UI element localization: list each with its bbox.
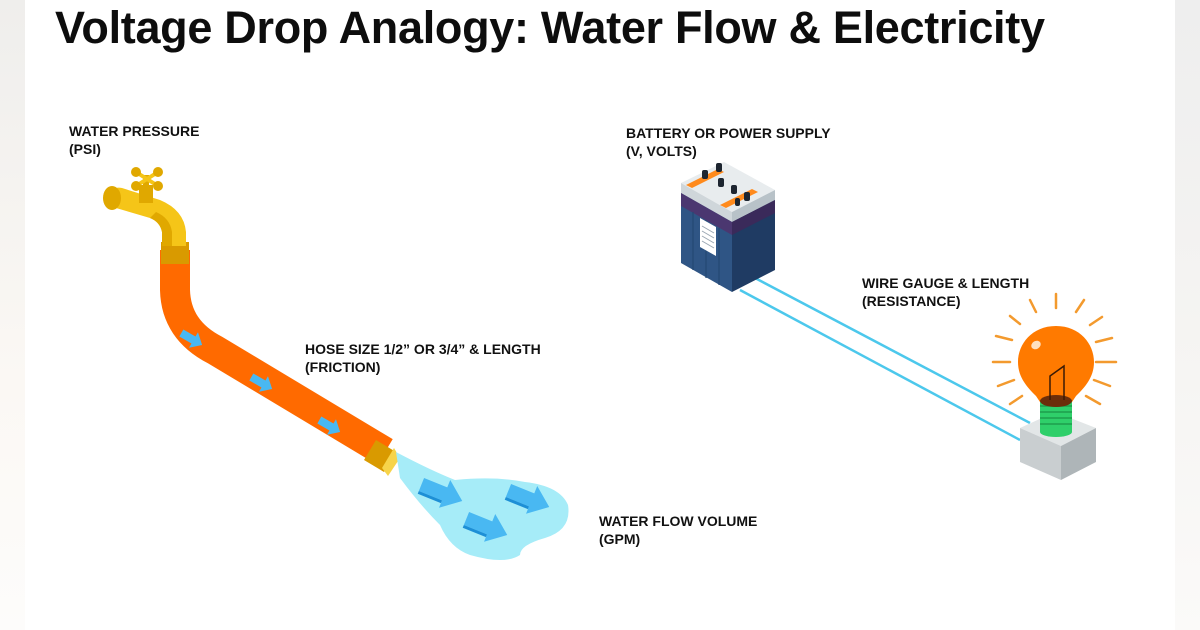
flow-arrow-icon: [504, 484, 550, 514]
flow-arrow-icon: [249, 373, 273, 392]
battery-label: [700, 218, 716, 256]
faucet-icon: [103, 167, 186, 246]
label-hose-size: HOSE SIZE 1/2” OR 3/4” & LENGTH (FRICTIO…: [305, 340, 541, 376]
flow-arrow-icon: [462, 512, 508, 542]
label-line: HOSE SIZE 1/2” OR 3/4” & LENGTH: [305, 341, 541, 357]
label-line: BATTERY OR POWER SUPPLY: [626, 125, 831, 141]
label-water-flow: WATER FLOW VOLUME (GPM): [599, 512, 757, 548]
label-line: (GPM): [599, 531, 641, 547]
bulb-rays: [991, 292, 1118, 406]
page-title: Voltage Drop Analogy: Water Flow & Elect…: [55, 2, 1045, 53]
hose-icon: [160, 242, 400, 476]
hose-top-coupling: [161, 242, 189, 264]
battery-icon: [681, 162, 775, 292]
label-line: WIRE GAUGE & LENGTH: [862, 275, 1030, 291]
label-line: (PSI): [69, 141, 101, 157]
faucet-handle: [131, 167, 163, 191]
right-margin: [1175, 0, 1200, 630]
label-line: (FRICTION): [305, 359, 381, 375]
label-wire-gauge: WIRE GAUGE & LENGTH (RESISTANCE): [862, 274, 1029, 310]
light-bulb-icon: [991, 292, 1118, 480]
faucet-stem: [139, 185, 153, 203]
label-line: (RESISTANCE): [862, 293, 961, 309]
label-battery: BATTERY OR POWER SUPPLY (V, VOLTS): [626, 124, 831, 160]
flow-arrow-icon: [179, 329, 203, 348]
label-water-pressure: WATER PRESSURE (PSI): [69, 122, 199, 158]
label-line: WATER FLOW VOLUME: [599, 513, 758, 529]
diagram-canvas: [25, 0, 1175, 630]
flow-arrow-icon: [317, 416, 341, 435]
label-line: (V, VOLTS): [626, 143, 697, 159]
left-margin: [0, 0, 25, 630]
water-puddle-icon: [396, 452, 569, 560]
flow-arrow-icon: [417, 478, 463, 508]
label-line: WATER PRESSURE: [69, 123, 200, 139]
wire-icon: [739, 276, 1031, 442]
